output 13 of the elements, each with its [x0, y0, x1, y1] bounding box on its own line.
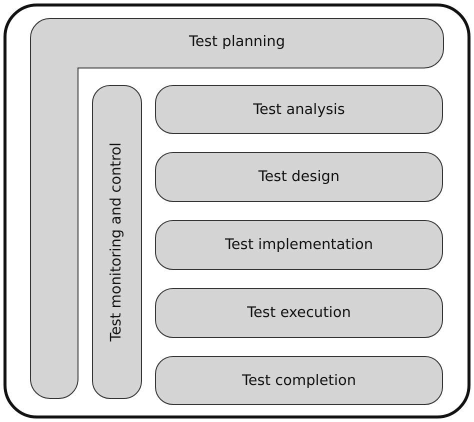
stage-label: Test completion — [242, 372, 356, 388]
process-box — [155, 288, 443, 338]
process-box — [92, 85, 142, 399]
process-box — [155, 85, 443, 134]
stage-label: Test design — [258, 169, 340, 185]
process-box — [155, 356, 443, 405]
process-box — [155, 220, 443, 270]
stage-label: Test planning — [188, 34, 286, 50]
process-box — [155, 152, 443, 202]
stage-label: Test execution — [247, 305, 351, 321]
stage-label: Test monitoring and control — [109, 142, 125, 342]
stage-label: Test implementation — [224, 237, 374, 253]
stage-label: Test analysis — [253, 102, 345, 118]
